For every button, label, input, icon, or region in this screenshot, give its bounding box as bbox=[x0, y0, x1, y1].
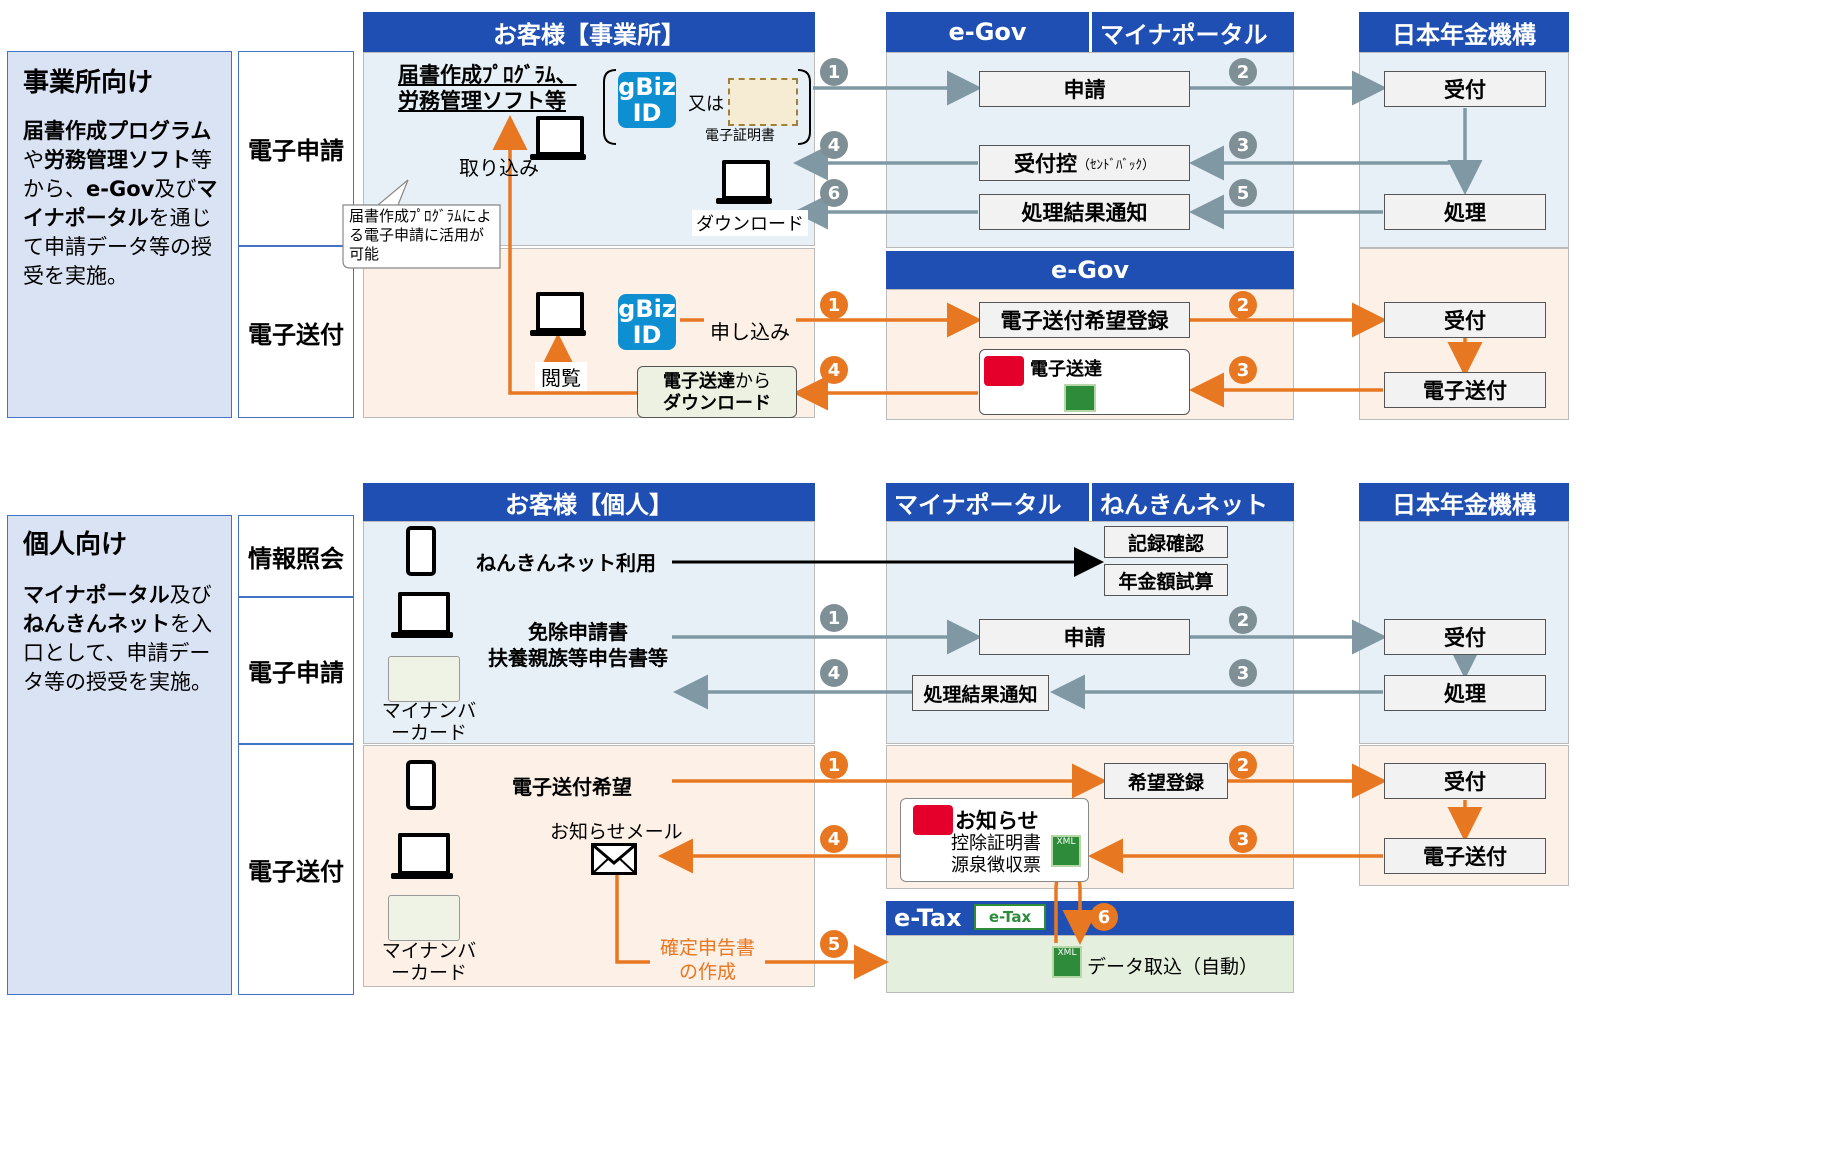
step-number-4: 4 bbox=[820, 659, 848, 687]
header-egov-delivery: e-Gov bbox=[886, 251, 1294, 289]
step-number-3: 3 bbox=[1229, 356, 1257, 384]
step-number-3: 3 bbox=[1229, 825, 1257, 853]
import-label: 取り込み bbox=[459, 156, 539, 180]
myna-apply-box: 申請 bbox=[979, 619, 1190, 655]
nenkin-send-box: 電子送付 bbox=[1384, 838, 1546, 874]
header-nenkin: 日本年金機構 bbox=[1359, 12, 1569, 52]
xml-excel-icon: XML bbox=[1052, 946, 1082, 978]
laptop-icon bbox=[391, 833, 453, 881]
row-label-e-delivery: 電子送付 bbox=[238, 246, 354, 418]
apply-docs-label: 免除申請書 扶養親族等申告書等 bbox=[488, 620, 668, 670]
laptop-icon bbox=[530, 116, 586, 162]
step-number-1: 1 bbox=[820, 751, 848, 779]
nenkin-process-box: 処理 bbox=[1384, 194, 1546, 230]
header-mynaportal: マイナポータル bbox=[1092, 12, 1294, 52]
wish-registration-box: 希望登録 bbox=[1104, 763, 1228, 799]
laptop-icon bbox=[716, 160, 772, 206]
nenkin-accept-box: 受付 bbox=[1384, 619, 1546, 655]
or-label: 又は bbox=[688, 94, 724, 115]
step-number-2: 2 bbox=[1229, 606, 1257, 634]
smartphone-icon bbox=[406, 760, 436, 810]
tax-return-label: 確定申告書 の作成 bbox=[650, 936, 765, 984]
header-egov: e-Gov bbox=[886, 12, 1089, 52]
row-label-e-application: 電子申請 bbox=[238, 597, 354, 744]
header-customer-business: お客様【事業所】 bbox=[363, 12, 815, 52]
step-number-1: 1 bbox=[820, 604, 848, 632]
nenkin-net-use-label: ねんきんネット利用 bbox=[476, 551, 656, 575]
step-number-2: 2 bbox=[1229, 751, 1257, 779]
header-customer-individual: お客様【個人】 bbox=[363, 483, 815, 521]
header-nenkin: 日本年金機構 bbox=[1359, 483, 1569, 521]
mynumber-card-label: マイナンバーカード bbox=[381, 700, 477, 744]
row-label-e-application: 電子申請 bbox=[238, 51, 354, 246]
myna-result-box: 処理結果通知 bbox=[912, 675, 1049, 711]
side-description: マイナポータル及びねんきんネットを入口として、申請データ等の授受を実施。 bbox=[23, 583, 212, 694]
notice-mail-label: お知らせメール bbox=[550, 821, 683, 843]
egov-apply-box: 申請 bbox=[979, 71, 1190, 107]
step-number-4: 4 bbox=[820, 825, 848, 853]
certificate-icon bbox=[728, 78, 798, 126]
side-title: 事業所向け bbox=[23, 68, 154, 98]
step-number-1: 1 bbox=[820, 58, 848, 86]
download-label: ダウンロード bbox=[692, 210, 808, 236]
certificate-label: 電子証明書 bbox=[705, 128, 775, 144]
side-panel-business: 事業所向け 届書作成プログラムや労務管理ソフト等から、e-Gov及びマイナポータ… bbox=[7, 51, 232, 418]
step-number-6: 6 bbox=[1090, 903, 1118, 931]
egov-delivery-box: 電子送達 bbox=[979, 349, 1190, 415]
laptop-icon bbox=[530, 292, 586, 338]
side-title: 個人向け bbox=[23, 530, 128, 560]
record-check-box: 記録確認 bbox=[1104, 526, 1228, 558]
pension-estimate-box: 年金額試算 bbox=[1104, 564, 1228, 596]
notice-title: お知らせ bbox=[955, 809, 1039, 833]
egov-result-box: 処理結果通知 bbox=[979, 194, 1190, 230]
data-import-label: データ取込（自動） bbox=[1087, 956, 1259, 978]
step-number-3: 3 bbox=[1229, 131, 1257, 159]
callout-note: 届書作成ﾌﾟﾛｸﾞﾗﾑによる電子申請に活用が可能 bbox=[349, 207, 492, 263]
nenkin-accept-box: 受付 bbox=[1384, 302, 1546, 338]
header-mynaportal: マイナポータル bbox=[886, 483, 1089, 521]
etax-logo: e-Tax bbox=[974, 904, 1046, 930]
nenkin-send-box: 電子送付 bbox=[1384, 372, 1546, 408]
download-from-delivery-box: 電子送達から ダウンロード bbox=[637, 366, 797, 418]
mynumber-card-icon bbox=[388, 656, 460, 702]
mynumber-card-label: マイナンバーカード bbox=[381, 940, 477, 984]
step-number-5: 5 bbox=[1229, 179, 1257, 207]
software-label: 届書作成ﾌﾟﾛｸﾞﾗﾑ、 労務管理ソフト等 bbox=[398, 63, 577, 113]
step-number-4: 4 bbox=[820, 356, 848, 384]
side-description: 届書作成プログラムや労務管理ソフト等から、e-Gov及びマイナポータルを通じて申… bbox=[23, 119, 218, 288]
mail-icon bbox=[591, 843, 637, 875]
xml-excel-icon: XML bbox=[1051, 835, 1081, 867]
egov-delivery-registration-box: 電子送付希望登録 bbox=[979, 302, 1190, 338]
nenkin-process-box: 処理 bbox=[1384, 675, 1546, 711]
step-number-6: 6 bbox=[820, 179, 848, 207]
laptop-icon bbox=[391, 592, 453, 640]
step-number-2: 2 bbox=[1229, 291, 1257, 319]
step-number-3: 3 bbox=[1229, 659, 1257, 687]
notice-lines: 控除証明書 源泉徴収票 bbox=[951, 833, 1041, 876]
mynumber-card-icon bbox=[388, 895, 460, 941]
nenkin-accept-box: 受付 bbox=[1384, 71, 1546, 107]
postbox-icon bbox=[913, 805, 953, 835]
send-wish-label: 電子送付希望 bbox=[512, 775, 632, 799]
step-number-2: 2 bbox=[1229, 58, 1257, 86]
side-panel-individual: 個人向け マイナポータル及びねんきんネットを入口として、申請データ等の授受を実施… bbox=[7, 515, 232, 995]
step-number-5: 5 bbox=[820, 930, 848, 958]
notice-box: お知らせ 控除証明書 源泉徴収票 XML bbox=[900, 798, 1089, 882]
egov-receipt-box: 受付控（ｾﾝﾄﾞﾊﾞｯｸ） bbox=[979, 145, 1190, 181]
header-nenkin-net: ねんきんネット bbox=[1092, 483, 1294, 521]
view-label: 閲覧 bbox=[535, 362, 587, 391]
postbox-icon bbox=[984, 356, 1024, 386]
smartphone-icon bbox=[406, 526, 436, 576]
row-label-inquiry: 情報照会 bbox=[238, 515, 354, 597]
excel-icon bbox=[1064, 384, 1096, 412]
row-label-e-delivery: 電子送付 bbox=[238, 744, 354, 995]
step-number-4: 4 bbox=[820, 131, 848, 159]
apply-label: 申し込み bbox=[704, 316, 796, 345]
nenkin-accept-box: 受付 bbox=[1384, 763, 1546, 799]
step-number-1: 1 bbox=[820, 291, 848, 319]
delivery-label: 電子送達 bbox=[1030, 359, 1102, 380]
